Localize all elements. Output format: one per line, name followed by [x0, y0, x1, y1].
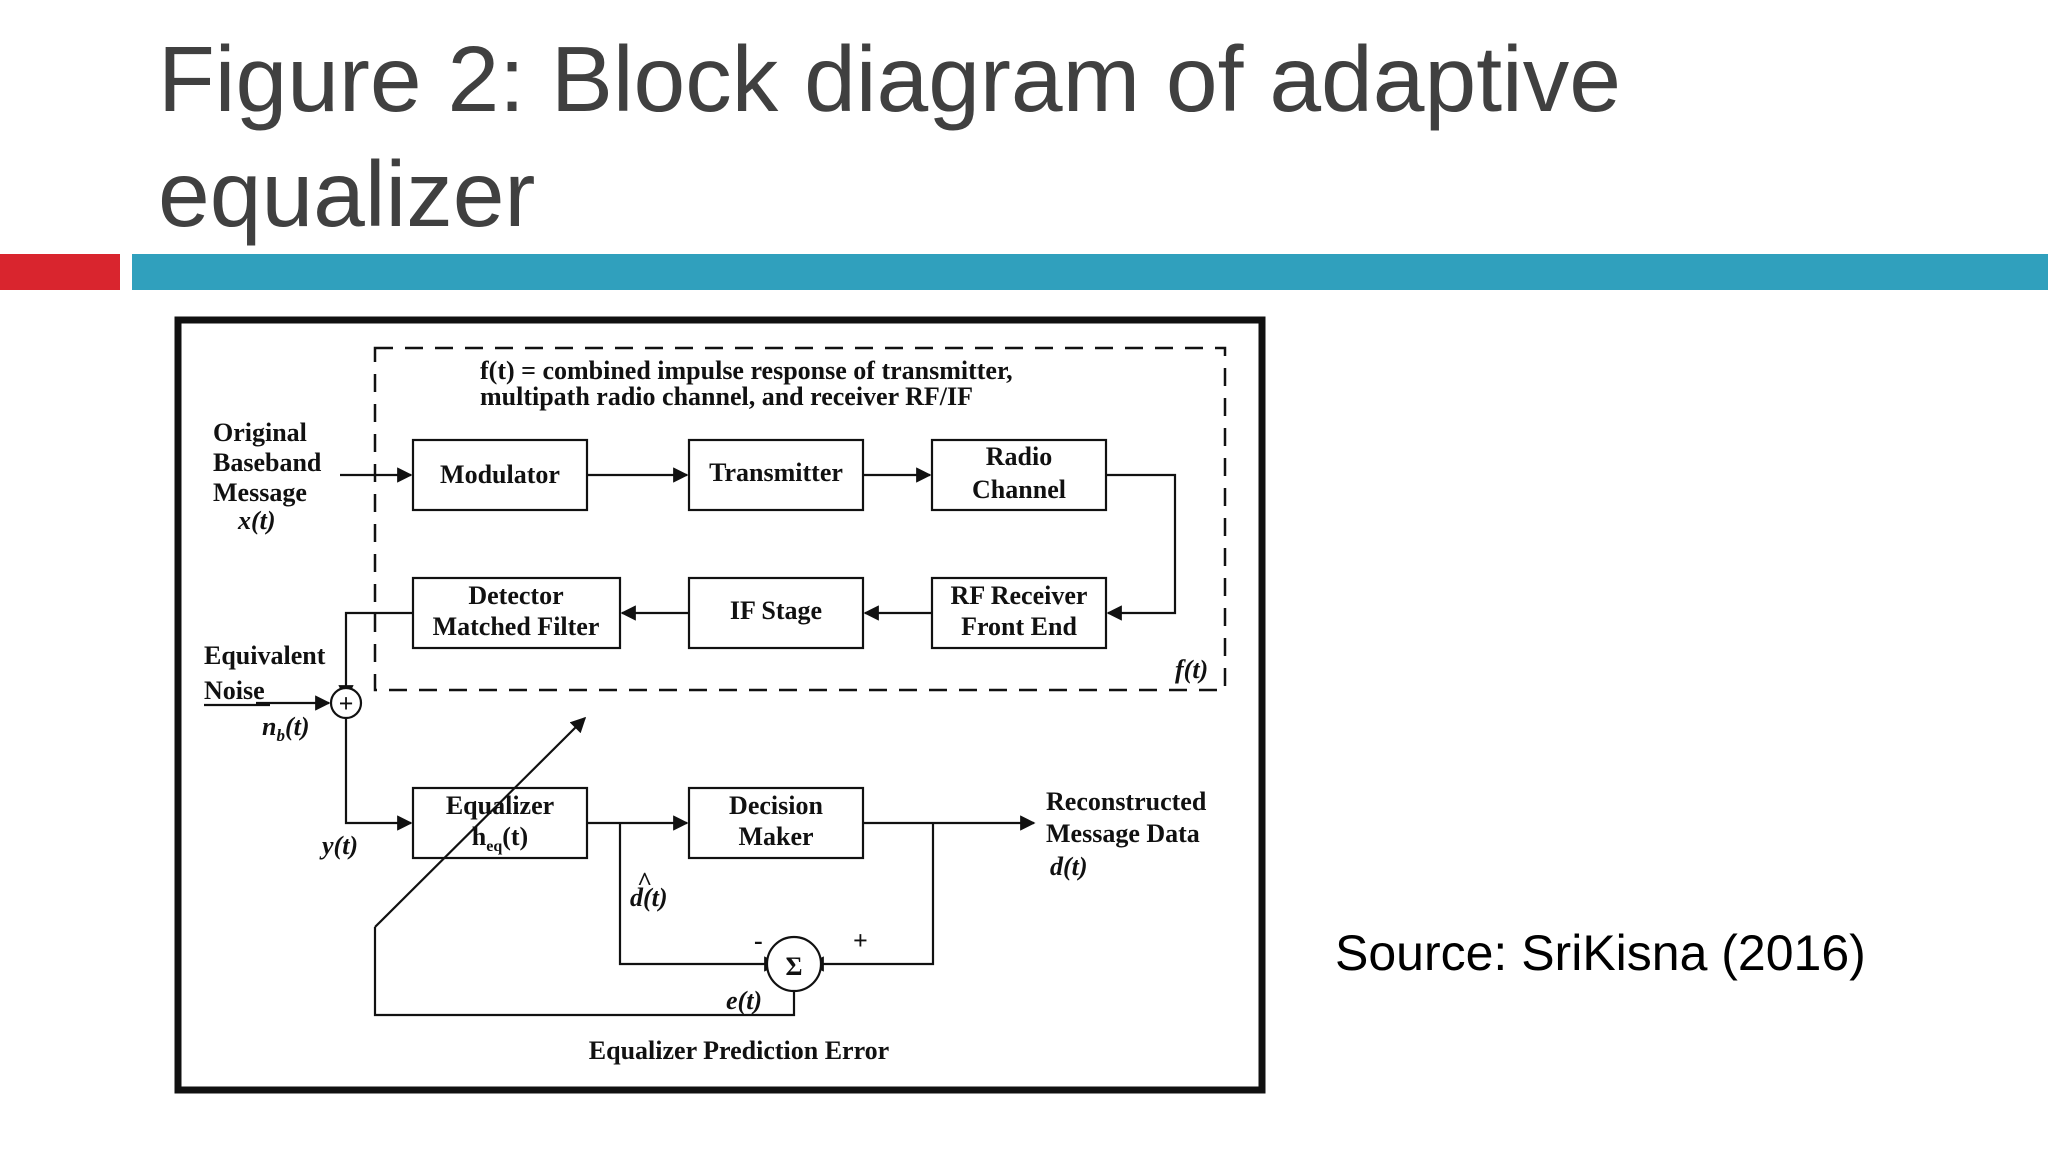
if-stage-label: IF Stage	[730, 596, 822, 625]
output-sigma-connector	[808, 823, 935, 972]
decision-block	[687, 786, 865, 860]
input-label-line-3: Message	[213, 478, 307, 507]
transmitter-label: Transmitter	[709, 458, 843, 487]
noise-label-1: Equivalent	[204, 641, 326, 670]
detector-summer-connector	[338, 611, 413, 701]
source-citation: Source: SriKisna (2016)	[1335, 925, 1866, 981]
ft-label: f(t)	[1175, 655, 1208, 684]
accent-bar-teal	[132, 254, 2048, 290]
rf-receiver-label-1: RF Receiver	[951, 581, 1088, 610]
detector-label-2: Matched Filter	[433, 612, 600, 641]
dhat-symbol: d(t)	[630, 883, 668, 912]
transmitter-block	[687, 438, 865, 512]
if-stage-block	[687, 576, 865, 650]
radio-channel-label-2: Channel	[972, 475, 1066, 504]
input-label-line-2: Baseband	[213, 448, 322, 477]
equalizer-label-2: heq(t)	[472, 822, 528, 855]
adder-symbol: +	[339, 689, 354, 718]
equalizer-label-1: Equalizer	[446, 791, 554, 820]
radio-rf-connector	[1106, 473, 1177, 621]
decision-label-1: Decision	[729, 791, 823, 820]
ft-caption-line-2: multipath radio channel, and receiver RF…	[480, 382, 973, 411]
adaptation-arrow	[374, 716, 587, 928]
decision-label-2: Maker	[738, 822, 813, 851]
sigma-symbol: Σ	[786, 952, 803, 981]
minus-sign: -	[754, 926, 763, 955]
output-label-1: Reconstructed	[1046, 787, 1207, 816]
noise-symbol: nb(t)	[262, 712, 310, 745]
modulator-label: Modulator	[440, 460, 560, 489]
slide-title: Figure 2: Block diagram of adaptive equa…	[158, 22, 1958, 252]
rf-receiver-block	[930, 576, 1108, 650]
output-symbol: d(t)	[1050, 852, 1088, 881]
ft-caption-line-1: f(t) = combined impulse response of tran…	[480, 356, 1013, 385]
output-label-2: Message Data	[1046, 819, 1200, 848]
error-caption: Equalizer Prediction Error	[589, 1036, 889, 1065]
accent-bar-red	[0, 254, 120, 290]
radio-channel-label-1: Radio	[986, 442, 1052, 471]
y-symbol: y(t)	[319, 831, 358, 860]
error-symbol: e(t)	[726, 986, 762, 1015]
title-line-1: Figure 2: Block diagram of adaptive	[158, 27, 1621, 131]
plus-sign: +	[853, 926, 868, 955]
ft-dashed-region	[373, 346, 1227, 692]
modulator-block	[411, 438, 589, 512]
detector-block	[411, 576, 622, 650]
dhat-sigma-connector	[618, 823, 780, 972]
dhat-hat: ^	[637, 867, 652, 896]
error-feedback-line	[373, 927, 796, 1017]
input-symbol: x(t)	[237, 506, 276, 535]
input-label-line-1: Original	[213, 418, 307, 447]
summer-equalizer-connector	[344, 718, 413, 831]
detector-label-1: Detector	[468, 581, 563, 610]
noise-label-2: Noise	[204, 676, 265, 705]
rf-receiver-label-2: Front End	[961, 612, 1077, 641]
title-line-2: equalizer	[158, 142, 536, 246]
radio-channel-block	[930, 438, 1108, 512]
block-diagram: f(t) = combined impulse response of tran…	[174, 316, 1266, 1094]
